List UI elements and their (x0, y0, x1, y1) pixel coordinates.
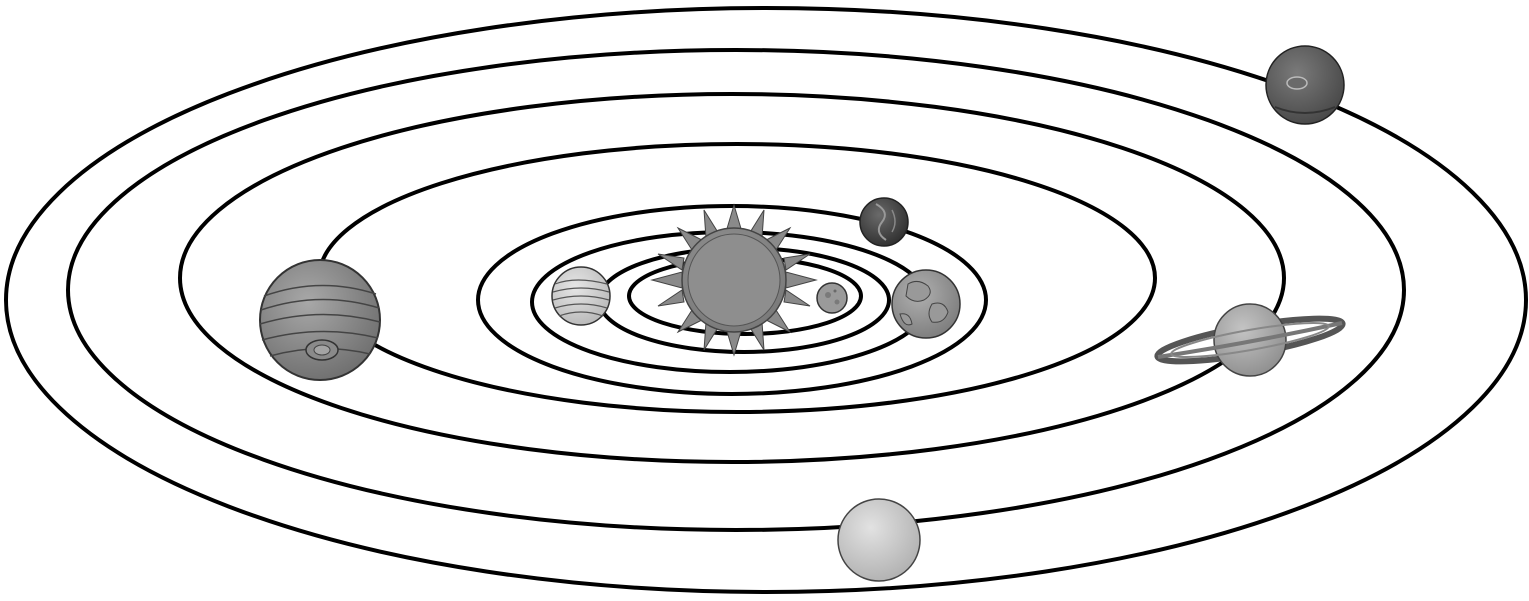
ringed-planet-icon (1155, 304, 1345, 376)
dark-planet-icon (860, 198, 908, 246)
globe-icon (892, 270, 960, 338)
gas-giant-icon (260, 260, 380, 380)
small-planet-icon (817, 283, 847, 313)
pale-planet-icon (838, 499, 920, 581)
banded-planet-icon (552, 267, 610, 325)
blue-planet-icon (1266, 46, 1344, 124)
